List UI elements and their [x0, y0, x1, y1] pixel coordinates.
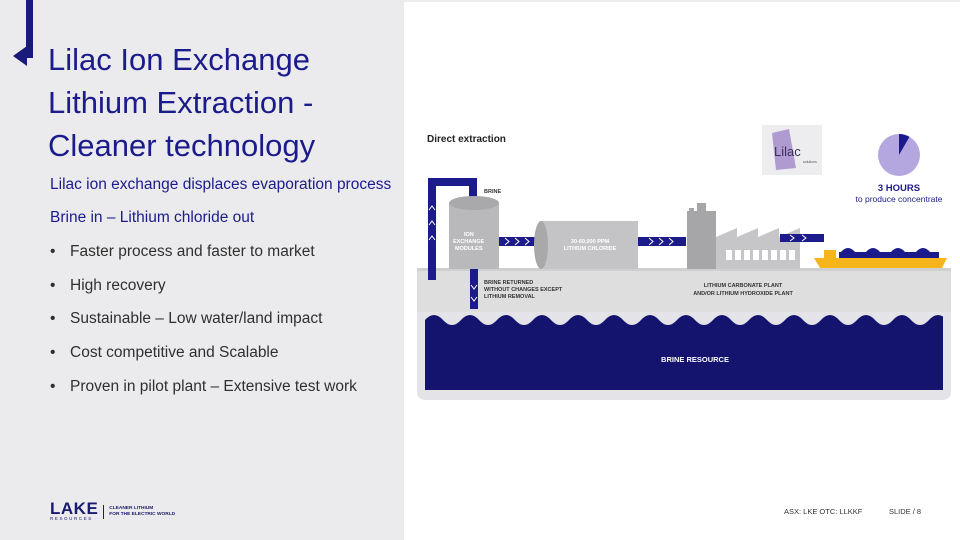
water-waves [425, 314, 947, 325]
footer-tickers: ASX: LKE OTC: LLKKF [784, 507, 863, 516]
lithium-chloride-label: LITHIUM CHLORIDE [564, 246, 617, 252]
plant-label: LITHIUM CARBONATE PLANT [704, 283, 783, 289]
plant-window [735, 250, 741, 260]
flow-pipe-1 [499, 237, 541, 246]
subheading-1: Lilac ion exchange displaces evaporation… [50, 176, 392, 193]
diagram-heading: Direct extraction [427, 134, 506, 145]
logo-tagline-line: CLEANER LITHIUM [109, 505, 154, 511]
ship-deck [839, 252, 939, 258]
logo-divider [103, 504, 105, 519]
brine-returned-label: LITHIUM REMOVAL [484, 294, 536, 300]
ship-hull [814, 258, 947, 268]
ion-exchange-label: ION [464, 232, 474, 238]
plant-window [771, 250, 777, 260]
bullet-item: Faster process and faster to market [50, 243, 357, 277]
logo-tagline: CLEANER LITHIUM FOR THE ELECTRIC WORLD [109, 506, 175, 518]
brine-resource-label: BRINE RESOURCE [661, 355, 729, 364]
ship-tanks [841, 248, 930, 252]
logo-word: LAKE [50, 499, 99, 518]
ground-top-edge [417, 268, 951, 271]
accent-arrow-icon [13, 46, 27, 66]
brine-label: BRINE [484, 189, 501, 195]
ground-band [417, 268, 951, 312]
cylinder-end [534, 221, 548, 269]
hours-subtitle: to produce concentrate [856, 194, 943, 204]
logo-tagline-line: FOR THE ELECTRIC WORLD [109, 511, 176, 517]
bullet-item: Sustainable – Low water/land impact [50, 310, 357, 344]
lake-resources-logo: LAKE RESOURCES CLEANER LITHIUM FOR THE E… [50, 499, 175, 521]
plant-label: AND/OR LITHIUM HYDROXIDE PLANT [693, 291, 793, 297]
brine-resource [425, 314, 943, 390]
lilac-logo-text: Lilac [774, 144, 801, 159]
hours-title: 3 HOURS [878, 183, 920, 194]
tank-top [449, 196, 499, 210]
brine-returned-label: BRINE RETURNED [484, 280, 533, 286]
flow-pipe-3 [780, 234, 824, 242]
flow-arrow-icon [504, 237, 530, 246]
plant-window [789, 250, 795, 260]
brine-returned-label: WITHOUT CHANGES EXCEPT [484, 287, 563, 293]
pipe-arrow-icon [470, 284, 478, 302]
bullet-item: Cost competitive and Scalable [50, 344, 357, 378]
lithium-chloride-tank [541, 221, 638, 269]
footer-slide-number: SLIDE / 8 [889, 507, 922, 516]
accent-bar [26, 0, 33, 58]
logo-sub: RESOURCES [50, 516, 93, 521]
plant-window [780, 250, 786, 260]
plant-chimney [697, 203, 706, 213]
ion-exchange-tank [449, 203, 499, 269]
bullet-item: Proven in pilot plant – Extensive test w… [50, 378, 357, 412]
plant-window [726, 250, 732, 260]
plant-window [744, 250, 750, 260]
pipe-arrow-icon [428, 205, 436, 241]
lithium-chloride-label: 30-60,000 PPM [571, 239, 610, 245]
plant-window [762, 250, 768, 260]
plant-tower [687, 211, 716, 269]
logo-wordmark: LAKE RESOURCES [50, 499, 99, 521]
lilac-logo-sub: solutions [803, 160, 817, 164]
top-hairline [404, 0, 960, 2]
extraction-diagram: Direct extraction Lilac solutions 3 HOUR… [404, 0, 960, 400]
plant-window [753, 250, 759, 260]
flow-arrow-icon [789, 234, 807, 242]
hours-pie-slice [899, 133, 910, 155]
plant-chimney-2 [689, 208, 694, 213]
slide-title: Lilac Ion Exchange Lithium Extraction - … [48, 42, 316, 163]
bullet-list: Faster process and faster to market High… [50, 243, 357, 411]
ion-exchange-label: MODULES [455, 246, 483, 252]
flow-pipe-2 [638, 237, 686, 246]
lilac-logo-icon [772, 129, 796, 170]
flow-arrow-icon [648, 237, 674, 246]
ion-exchange-label: EXCHANGE [453, 239, 485, 245]
ship-bridge [824, 250, 836, 258]
subheading-2: Brine in – Lithium chloride out [50, 209, 255, 226]
bullet-item: High recovery [50, 277, 357, 311]
